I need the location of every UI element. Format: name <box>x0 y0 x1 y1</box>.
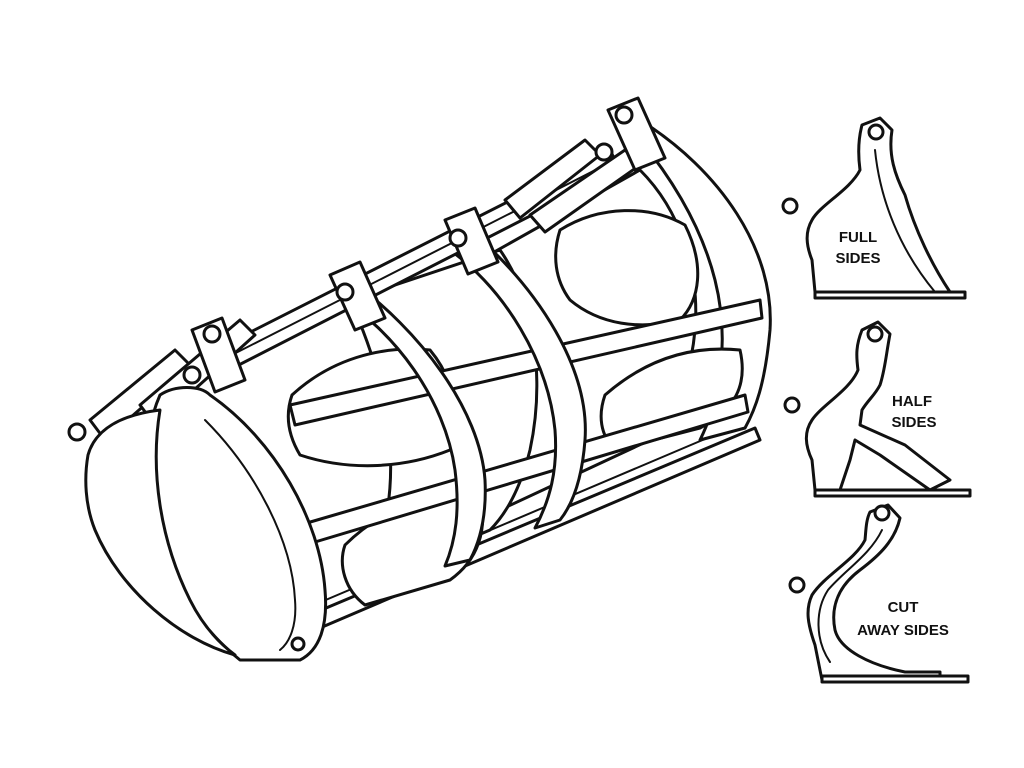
full-sides-pin-top <box>867 123 885 141</box>
cut-away-base <box>820 674 970 684</box>
variant-cut-away-sides: CUT AWAY SIDES <box>788 503 970 684</box>
half-sides-label-line1: HALF <box>892 393 932 410</box>
full-sides-pin-front <box>781 197 799 215</box>
bucket-front-shell <box>84 408 237 657</box>
pivot-bracket-3 <box>443 206 500 276</box>
half-sides-pin-front <box>783 396 801 414</box>
variant-full-sides: FULL SIDES <box>781 116 967 300</box>
pivot-bracket-2 <box>328 260 387 332</box>
full-sides-label-line1: FULL <box>839 229 877 246</box>
cut-away-label-line1: CUT <box>888 599 919 616</box>
cut-away-pin-front <box>788 576 806 594</box>
half-sides-base <box>813 488 972 498</box>
front-rib <box>333 278 487 568</box>
full-sides-base <box>813 290 967 300</box>
pivot-bracket-4 <box>594 96 667 172</box>
bucket-front-side-plate-inner <box>204 419 297 651</box>
side-plate-bolt <box>290 636 306 652</box>
bucket-bottom-rail-inner <box>254 421 746 631</box>
full-sides-profile <box>805 116 952 294</box>
cut-away-profile-outer <box>806 503 942 682</box>
grapple-bucket <box>67 96 772 662</box>
cut-away-pin-top <box>873 504 891 522</box>
cut-away-label-line2: AWAY SIDES <box>857 622 949 639</box>
pivot-bracket-1 <box>182 316 247 394</box>
arm-end-pin <box>67 422 87 442</box>
full-sides-label-line2: SIDES <box>835 250 880 267</box>
half-sides-profile <box>804 320 952 492</box>
cross-brace-upper <box>288 298 764 427</box>
half-sides-pin-top <box>866 325 884 343</box>
variant-half-sides: HALF SIDES <box>783 320 972 498</box>
half-sides-label-line2: SIDES <box>891 414 936 431</box>
cut-away-profile-inner <box>817 529 883 663</box>
full-sides-inner-edge <box>874 149 936 293</box>
